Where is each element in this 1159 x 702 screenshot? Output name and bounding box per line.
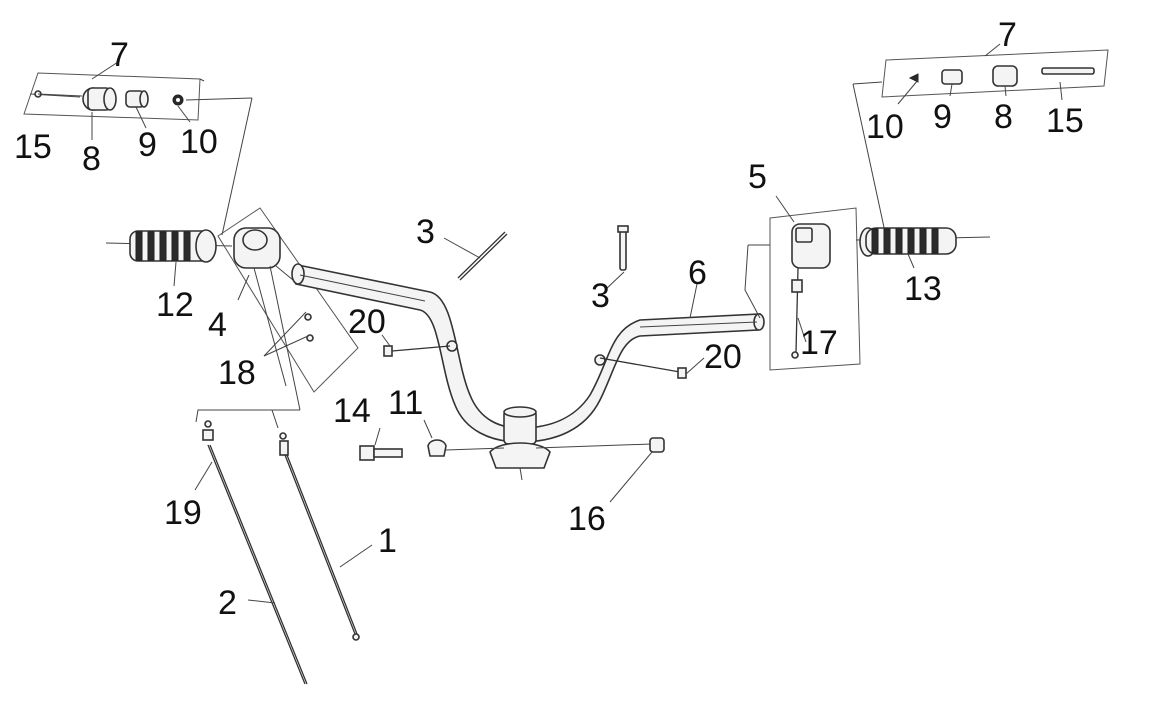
label-20-right: 20 [704,338,742,376]
label-19: 19 [164,494,202,532]
label-3-left: 3 [416,213,435,251]
label-16: 16 [568,500,606,538]
bolt-14 [359,427,403,461]
left-detail-box [23,61,253,236]
label-3-right: 3 [591,277,610,315]
label-18: 18 [218,354,256,392]
callout-19-line [194,461,213,491]
label-5: 5 [748,158,767,196]
left-grip [105,229,233,287]
bolt-20-right [599,357,705,379]
label-1: 1 [378,522,397,560]
right-part-15-bolt [1041,67,1095,75]
label-11: 11 [388,384,423,422]
part-labels: 7 15 8 9 10 7 10 9 8 15 5 3 3 6 13 12 4 … [14,16,1084,622]
label-4: 4 [208,306,227,344]
label-15-right: 15 [1046,102,1084,140]
cable-1 [279,432,373,641]
label-8-left: 8 [82,140,101,178]
clip-11 [423,419,505,457]
cable-routing-lines [195,409,300,429]
callout-6-line [689,283,698,319]
label-20-left: 20 [348,303,386,341]
nut-16 [535,437,665,503]
left-part-9-bushing [125,90,149,108]
label-9-left: 9 [138,126,157,164]
label-2: 2 [218,584,237,622]
right-part-8-sleeve [992,65,1018,87]
label-14: 14 [333,392,371,430]
label-7-right: 7 [998,16,1017,54]
label-13: 13 [904,270,942,308]
bolt-20-left [381,334,451,357]
label-8-right: 8 [994,98,1013,136]
left-part-8-sleeve [82,87,117,111]
right-part-10-nut [908,73,919,83]
label-7-left: 7 [110,36,129,74]
right-detail-box [852,43,1109,233]
handlebar [291,263,765,481]
left-switch-assembly [217,207,359,411]
label-17: 17 [800,324,838,362]
cable-2 [202,420,308,685]
label-12: 12 [156,286,194,324]
right-grip [855,227,991,269]
bolt-3-left [443,231,508,281]
left-part-10-nut [172,94,184,106]
bolt-3-right [604,225,629,291]
callout-18-arrows [263,311,309,357]
right-part-9-bushing [941,69,963,85]
label-10-right: 10 [866,108,904,146]
label-10-left: 10 [180,123,218,161]
label-15-left: 15 [14,128,52,166]
right-switch-assembly [744,195,861,371]
label-9-right: 9 [933,98,952,136]
label-6: 6 [688,254,707,292]
